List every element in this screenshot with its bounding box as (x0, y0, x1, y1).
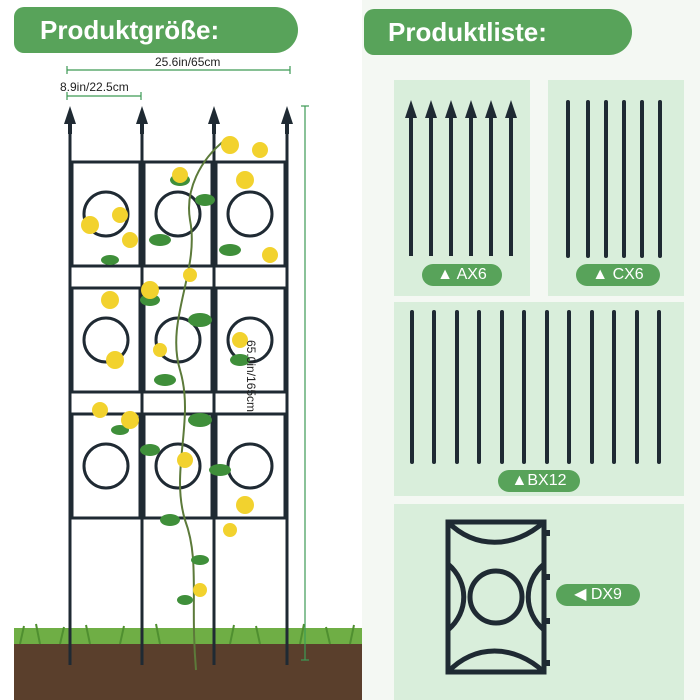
product-size-panel: Produktgröße: 25.6in/65cm 8.9in/22.5cm 6… (14, 7, 362, 700)
part-d-label: DX9 (590, 586, 622, 603)
right-title: Produktliste: (364, 9, 632, 55)
panel-width-dimension: 8.9in/22.5cm (60, 80, 129, 94)
dimension-lines (66, 66, 309, 661)
finials (64, 106, 293, 134)
part-a-box: ▲ AX6 (394, 80, 530, 296)
part-d-box: ◀ DX9 (394, 504, 684, 700)
soil (14, 640, 362, 700)
straight-rods (410, 310, 661, 464)
grass (14, 628, 362, 644)
trellis-posts (68, 132, 289, 665)
part-c-badge: ▲ CX6 (576, 264, 660, 286)
part-c-box: ▲ CX6 (548, 80, 684, 296)
width-dimension: 25.6in/65cm (155, 55, 221, 69)
decorative-panel-part (445, 519, 550, 675)
vine-flowers (81, 136, 278, 597)
connector-rods (566, 100, 662, 258)
left-title: Produktgröße: (14, 7, 298, 53)
part-a-badge: ▲ AX6 (422, 264, 502, 286)
part-b-label: BX12 (527, 472, 567, 489)
part-d-badge: ◀ DX9 (556, 584, 640, 606)
part-b-badge: ▲BX12 (498, 470, 580, 492)
part-c-label: CX6 (612, 266, 644, 283)
part-b-box: ▲BX12 (394, 302, 684, 496)
grass-blades (19, 623, 355, 645)
finial-stakes (405, 100, 517, 256)
height-dimension: 65.0in/165cm (244, 340, 258, 413)
trellis-illustration (14, 66, 362, 700)
part-a-label: AX6 (456, 266, 487, 283)
